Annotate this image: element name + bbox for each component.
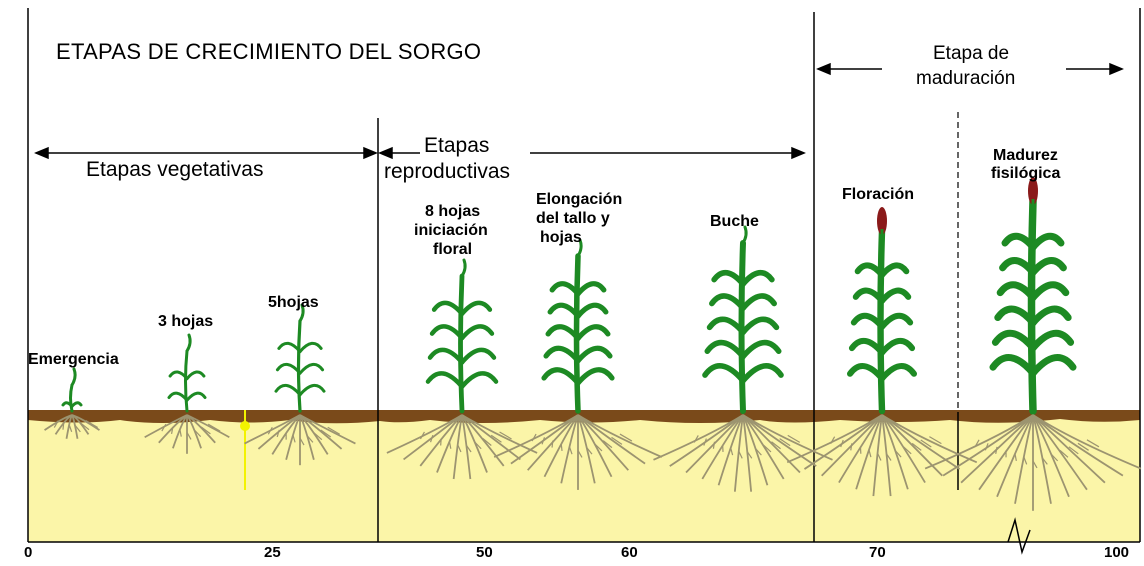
plant-elongacion-roots [493,414,663,490]
axis-tick-25: 25 [264,544,281,561]
stage-elongacion-line2: del tallo y [536,210,610,227]
plant-floracion-roots [786,414,978,497]
axis-tick-70: 70 [869,544,886,561]
growing-point-marker [240,410,250,490]
plant-emergencia-roots [44,414,100,439]
label-reproductive-line1: Etapas [424,134,490,157]
plant-madurez-roots [924,414,1142,511]
axis-tick-100: 100 [1104,544,1130,561]
plant-elongacion [541,238,615,414]
label-reproductive-line2: reproductivas [384,160,511,183]
plant-buche [702,225,784,414]
plant-5-hojas [274,303,326,413]
arrow-reproductive [378,146,806,160]
plant-floracion [847,207,917,415]
page-title: ETAPAS DE CRECIMIENTO DEL SORGO [56,39,482,64]
stage-8-hojas-line1: 8 hojas [425,203,481,220]
plant-8-hojas [425,258,499,414]
plant-emergencia [61,367,83,413]
arrow-vegetative [34,146,378,160]
plant-3-hojas-roots [144,414,230,454]
stage-5-hojas: 5hojas [268,294,319,311]
stage-madurez-line1: Madurez [993,147,1058,164]
label-maturation-line1: Etapa de [933,43,1010,64]
axis-tick-50: 50 [476,544,493,561]
stage-3-hojas: 3 hojas [158,313,214,330]
plant-8-hojas-roots [386,414,538,480]
label-maturation-line2: maduración [916,68,1016,89]
stage-emergencia: Emergencia [28,351,119,368]
axis-tick-0: 0 [24,544,33,561]
label-vegetative: Etapas vegetativas [86,158,264,181]
stage-floracion: Floración [842,186,915,203]
plant-5-hojas-roots [244,414,356,466]
axis-tick-60: 60 [621,544,638,561]
stage-elongacion-line1: Elongación [536,191,623,208]
plant-madurez [989,177,1077,415]
stage-madurez-line2: fisilógica [991,165,1061,182]
axis-break [1007,517,1031,555]
plant-3-hojas [167,333,207,413]
stage-elongacion-line3: hojas [540,229,582,246]
stage-8-hojas-line3: floral [433,241,473,258]
arrow-maturation [816,62,1124,76]
stage-buche: Buche [710,213,759,230]
stage-8-hojas-line2: iniciación [414,222,488,239]
plant-buche-roots [653,414,833,492]
